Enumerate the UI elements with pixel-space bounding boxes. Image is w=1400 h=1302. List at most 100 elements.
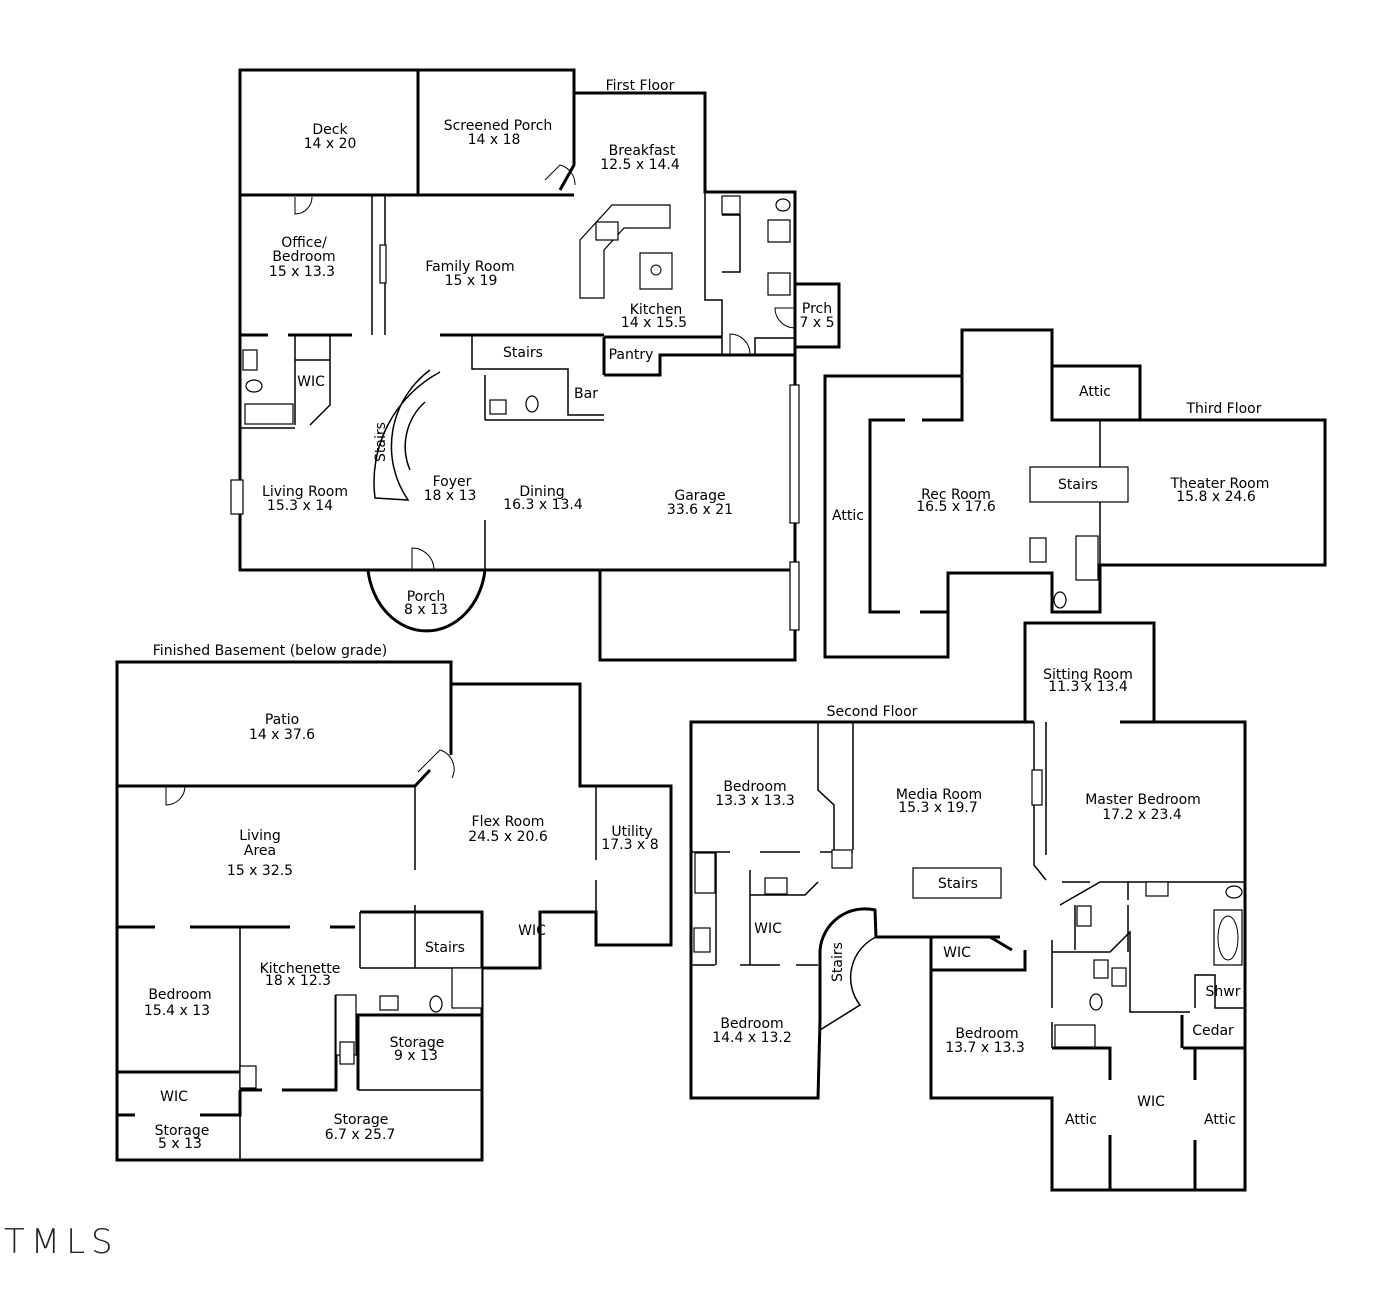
kitchen-island bbox=[639, 252, 673, 290]
utility-sink bbox=[721, 195, 741, 215]
first-floor-title: First Floor bbox=[606, 78, 675, 94]
room-dining: Dining bbox=[519, 484, 564, 500]
basement-title: Finished Basement (below grade) bbox=[153, 643, 387, 659]
master-bath-walls bbox=[1059, 881, 1245, 952]
kitchenette-sink bbox=[339, 1041, 355, 1065]
room-deck-size: 14 x 20 bbox=[304, 136, 357, 152]
patio-door bbox=[417, 749, 455, 779]
room-breakfast-size: 12.5 x 14.4 bbox=[600, 157, 680, 173]
room-living-area-line2: Area bbox=[244, 843, 276, 859]
basement-range bbox=[239, 1065, 257, 1089]
powder-toilet bbox=[525, 395, 539, 413]
stair-landing bbox=[404, 401, 426, 471]
room-dining-size: 16.3 x 13.4 bbox=[503, 497, 583, 513]
room-kitchenette: Kitchenette bbox=[260, 961, 341, 977]
room-storage-large-size: 6.7 x 25.7 bbox=[325, 1127, 396, 1143]
room-living-size: 15.3 x 14 bbox=[267, 498, 333, 514]
room-stairs-basement: Stairs bbox=[425, 940, 465, 956]
room-family-size: 15 x 19 bbox=[445, 273, 498, 289]
dining-wall bbox=[484, 375, 604, 570]
room-rec: Rec Room bbox=[921, 487, 991, 503]
room-wic-second-1: WIC bbox=[754, 921, 782, 937]
room-wic-basement-2: WIC bbox=[160, 1089, 188, 1105]
bedroom-right-walls bbox=[931, 935, 1027, 972]
room-master-size: 17.2 x 23.4 bbox=[1102, 807, 1182, 823]
first-floor-outline bbox=[238, 68, 797, 572]
room-curved-stairs: Stairs bbox=[373, 422, 389, 462]
porch-door bbox=[544, 164, 576, 186]
front-door bbox=[411, 547, 435, 571]
screened-porch-wall bbox=[558, 93, 576, 191]
dryer bbox=[767, 272, 791, 296]
room-attic-third-left: Attic bbox=[832, 508, 864, 524]
media-fireplace bbox=[1031, 769, 1043, 806]
room-kitchenette-size: 18 x 12.3 bbox=[265, 973, 331, 989]
prch-walls bbox=[793, 282, 841, 349]
rec-room-walls bbox=[868, 376, 1100, 614]
master-sink-1 bbox=[1145, 881, 1169, 897]
kitchen-sink bbox=[595, 221, 619, 241]
room-bedroom-basement-size: 15.4 x 13 bbox=[144, 1003, 210, 1019]
room-attic-third-top: Attic bbox=[1079, 384, 1111, 400]
room-utility-size: 17.3 x 8 bbox=[601, 837, 658, 853]
room-flex-size: 24.5 x 20.6 bbox=[468, 829, 548, 845]
second-sink-1 bbox=[693, 927, 711, 953]
shower-walls bbox=[1194, 974, 1245, 1009]
watermark: TMLS bbox=[4, 1222, 119, 1262]
basement-door bbox=[165, 785, 186, 806]
second-floor-title: Second Floor bbox=[827, 704, 918, 720]
jack-jill-bath bbox=[691, 852, 819, 966]
garage-door-2 bbox=[789, 561, 800, 631]
room-patio-size: 14 x 37.6 bbox=[249, 727, 315, 743]
stairs-second bbox=[912, 867, 1002, 899]
master-toilet bbox=[1225, 885, 1243, 899]
room-theater-size: 15.8 x 24.6 bbox=[1176, 489, 1256, 505]
second-floor-outline bbox=[689, 621, 1247, 1192]
room-bedroom-2c: Bedroom bbox=[955, 1026, 1018, 1042]
room-curved-stairs-second: Stairs bbox=[830, 942, 846, 982]
room-living-area: Living bbox=[239, 828, 281, 844]
porch-arc bbox=[366, 569, 487, 633]
room-storage-left: Storage bbox=[155, 1123, 210, 1139]
room-sitting: Sitting Room bbox=[1043, 667, 1133, 683]
room-bedroom-basement: Bedroom bbox=[148, 987, 211, 1003]
room-porch: Porch bbox=[407, 589, 446, 605]
room-family: Family Room bbox=[425, 259, 514, 275]
bedroom-top-closet bbox=[831, 849, 853, 869]
room-bar: Bar bbox=[574, 386, 598, 402]
washer bbox=[767, 219, 791, 243]
hall-bath-sink bbox=[1093, 959, 1109, 979]
room-screened-porch: Screened Porch bbox=[444, 118, 553, 134]
room-bedroom-2b-size: 14.4 x 13.2 bbox=[712, 1030, 792, 1046]
master-sink-2 bbox=[1076, 905, 1092, 927]
garage-outline bbox=[598, 353, 797, 662]
room-bedroom-2a-size: 13.3 x 13.3 bbox=[715, 793, 795, 809]
cedar-closet bbox=[1180, 1015, 1245, 1050]
room-attic-second-right: Attic bbox=[1204, 1112, 1236, 1128]
room-wic-master: WIC bbox=[1137, 1094, 1165, 1110]
powder-sink bbox=[489, 399, 507, 415]
first-floor: First Floor bbox=[230, 68, 841, 662]
room-living: Living Room bbox=[262, 484, 348, 500]
room-prch: Prch bbox=[802, 301, 832, 317]
vanity-sink bbox=[242, 349, 258, 371]
hall-bath-toilet bbox=[1089, 993, 1103, 1011]
mudroom-toilet bbox=[775, 198, 791, 212]
room-rec-size: 16.5 x 17.6 bbox=[916, 499, 996, 515]
room-office-line2: Bedroom bbox=[272, 249, 335, 265]
toilet bbox=[245, 379, 263, 393]
room-porch-size: 8 x 13 bbox=[404, 602, 448, 618]
office-door bbox=[294, 196, 313, 215]
curved-stairs bbox=[373, 369, 441, 501]
room-wic-second-2: WIC bbox=[943, 945, 971, 961]
room-wic-basement: WIC bbox=[518, 923, 546, 939]
basement-toilet bbox=[429, 995, 443, 1013]
third-floor: Third Floor Attic Attic Rec Room 16.5 x … bbox=[823, 328, 1327, 659]
living-fireplace bbox=[230, 479, 244, 515]
room-sitting-size: 11.3 x 13.4 bbox=[1048, 679, 1128, 695]
room-deck: Deck bbox=[312, 122, 348, 138]
room-garage: Garage bbox=[674, 488, 725, 504]
third-sink bbox=[1029, 537, 1047, 563]
third-toilet bbox=[1053, 591, 1067, 609]
